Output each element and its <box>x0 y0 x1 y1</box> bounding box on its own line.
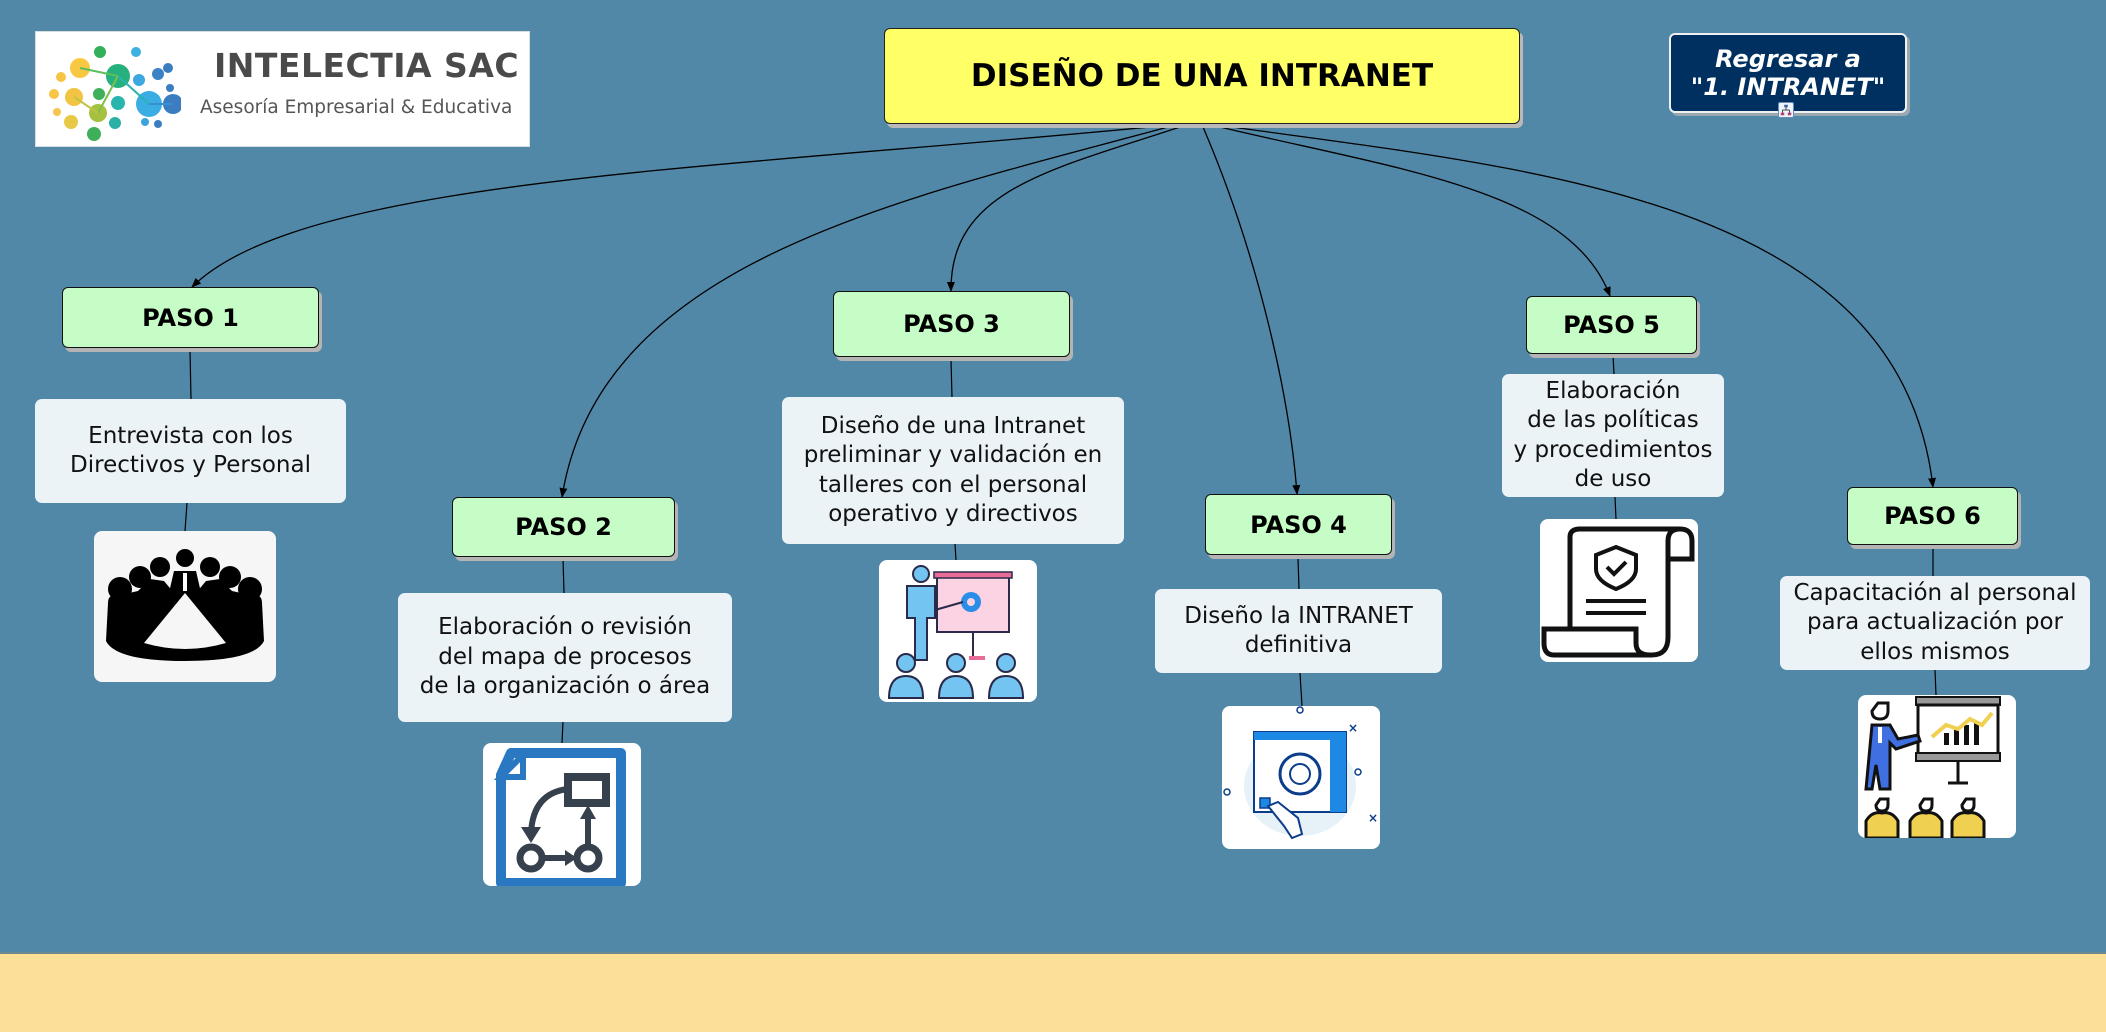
step-4-image: × × <box>1222 706 1380 849</box>
step-6-image <box>1858 695 2016 838</box>
hexagon-network-logo-icon <box>49 46 181 141</box>
step-5-node[interactable]: PASO 5 <box>1526 296 1697 354</box>
step-1-node[interactable]: PASO 1 <box>62 287 319 348</box>
step-6-node[interactable]: PASO 6 <box>1847 487 2018 545</box>
step-5-description: Elaboración de las políticas y procedimi… <box>1502 374 1724 497</box>
step-2-node[interactable]: PASO 2 <box>452 497 675 557</box>
meeting-table-icon <box>106 549 264 661</box>
training-chart-icon <box>1864 696 2001 838</box>
step-3-image <box>879 560 1037 702</box>
map-title: DISEÑO DE UNA INTRANET <box>884 28 1520 124</box>
svg-text:×: × <box>1348 721 1358 735</box>
process-map-document-icon <box>493 747 626 886</box>
company-name: INTELECTIA SAC <box>214 46 520 85</box>
company-tagline: Asesoría Empresarial & Educativa <box>200 97 513 118</box>
step-3-description: Diseño de una Intranet preliminar y vali… <box>782 397 1124 544</box>
step-1-description: Entrevista con los Directivos y Personal <box>35 399 346 503</box>
connector-title-paso-5 <box>1219 126 1611 297</box>
svg-text:×: × <box>1368 811 1378 825</box>
connector-title-paso-3 <box>946 126 1181 292</box>
step-1-image <box>94 531 276 682</box>
step-4-node[interactable]: PASO 4 <box>1205 494 1392 555</box>
step-2-description: Elaboración o revisión del mapa de proce… <box>398 593 732 722</box>
workshop-presentation-icon <box>887 565 1025 699</box>
policy-scroll-icon <box>1541 526 1695 658</box>
back-button-line-2: "1. INTRANET" <box>1690 73 1886 101</box>
connector-title-paso-1 <box>191 126 1151 288</box>
step-6-description: Capacitación al personal para actualizac… <box>1780 576 2090 670</box>
step-5-image <box>1540 519 1698 662</box>
step-2-image <box>483 743 641 886</box>
concept-map-link-icon[interactable] <box>1778 102 1794 118</box>
company-logo: INTELECTIA SAC Asesoría Empresarial & Ed… <box>35 31 530 147</box>
back-to-intranet-button[interactable]: Regresar a "1. INTRANET" <box>1669 33 1907 113</box>
step-4-description: Diseño la INTRANET definitiva <box>1155 589 1442 673</box>
footer-band <box>0 952 2106 1032</box>
step-3-node[interactable]: PASO 3 <box>833 291 1070 357</box>
connector-title-paso-4 <box>1202 126 1301 495</box>
back-button-line-1: Regresar a <box>1715 45 1861 73</box>
web-settings-icon: × × <box>1223 706 1378 840</box>
